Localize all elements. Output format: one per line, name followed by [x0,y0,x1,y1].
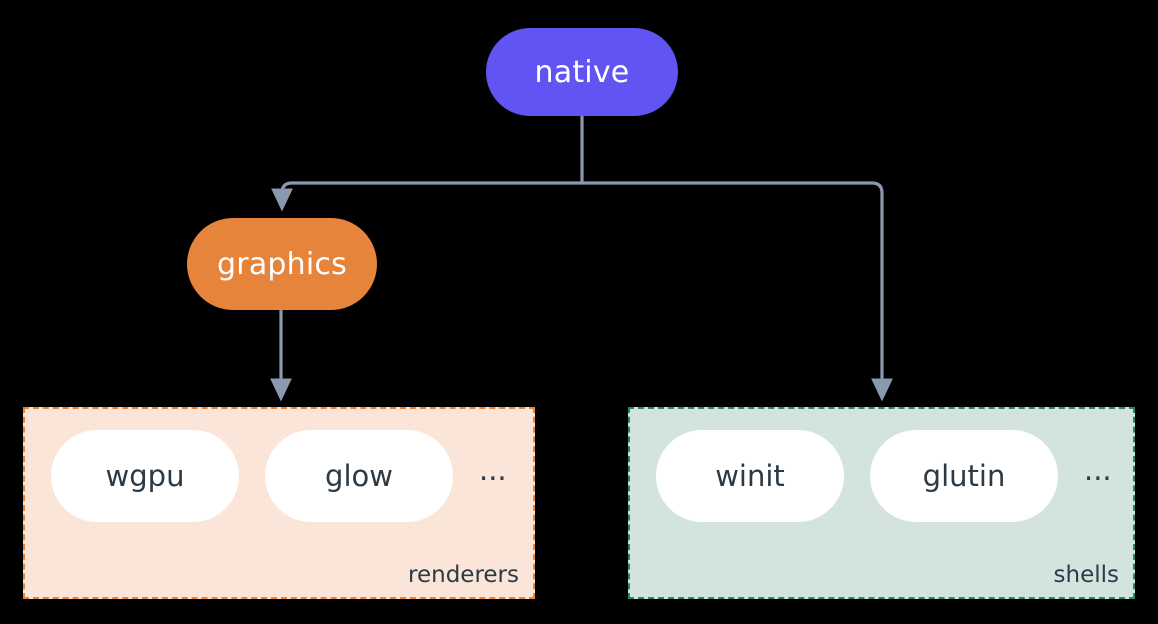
group-renderers-items: wgpu glow ... [51,430,507,522]
chip-glutin-label: glutin [922,459,1006,493]
chip-wgpu[interactable]: wgpu [51,430,239,522]
node-native-label: native [534,54,630,90]
group-shells-items: winit glutin ... [656,430,1112,522]
chip-glutin[interactable]: glutin [870,430,1058,522]
group-renderers-label: renderers [408,562,519,588]
group-shells-label: shells [1053,562,1119,588]
group-shells-overflow-ellipsis: ... [1084,452,1112,487]
chip-glow-label: glow [325,459,393,493]
chip-winit-label: winit [715,459,785,493]
chip-wgpu-label: wgpu [105,459,185,493]
group-renderers: wgpu glow ... renderers [23,407,535,599]
group-shells: winit glutin ... shells [628,407,1135,599]
node-native[interactable]: native [486,28,678,116]
group-renderers-overflow-ellipsis: ... [479,452,507,487]
edge-native-to-graphics [271,181,584,212]
chip-glow[interactable]: glow [265,430,453,522]
edge-native-to-shells [580,181,893,402]
node-graphics-label: graphics [217,246,347,282]
node-graphics[interactable]: graphics [187,218,377,310]
chip-winit[interactable]: winit [656,430,844,522]
